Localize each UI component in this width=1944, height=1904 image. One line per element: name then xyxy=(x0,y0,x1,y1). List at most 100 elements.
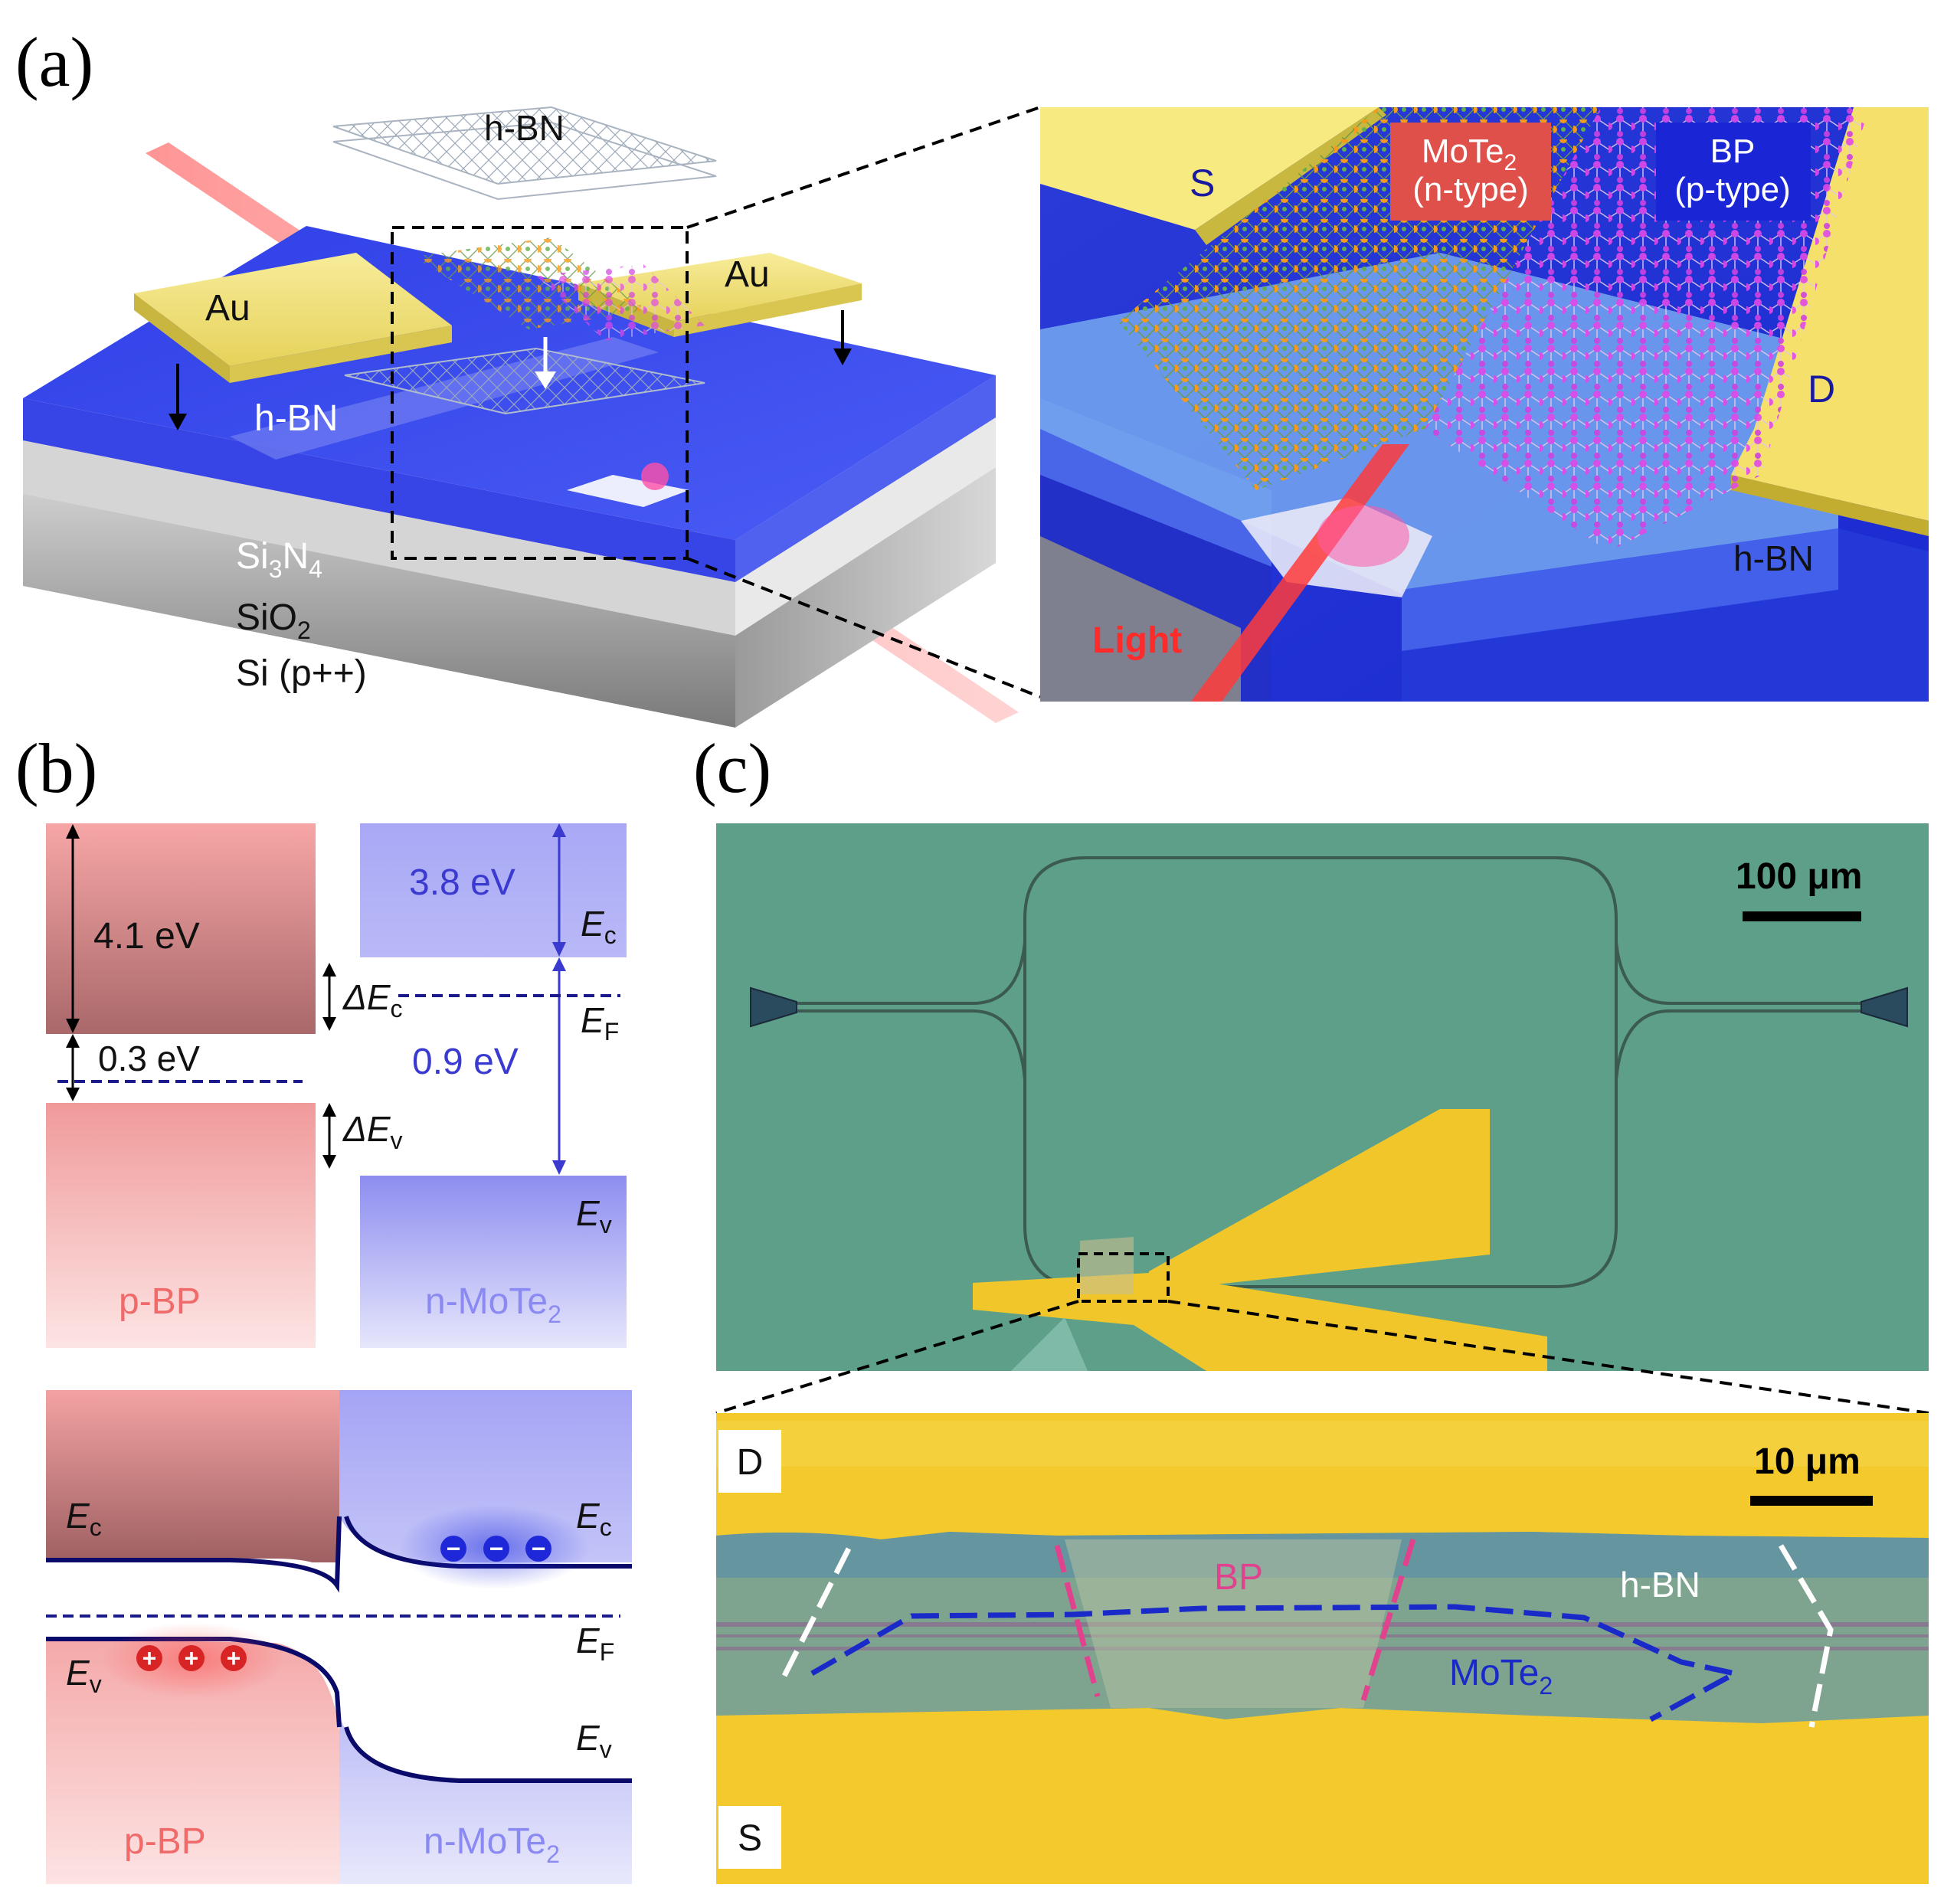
panel-label-a: (a) xyxy=(15,23,93,101)
press-arrow-left xyxy=(169,364,187,430)
mote-conduction-block xyxy=(360,823,627,957)
au-pad-left-top xyxy=(134,253,452,366)
svg-text:−: − xyxy=(447,1535,461,1562)
scale-bar-bottom xyxy=(1750,1496,1873,1506)
svg-text:SiO2: SiO2 xyxy=(236,597,311,644)
label-ev-mote-after: Ev xyxy=(576,1718,612,1763)
label-mote-gap: 0.9 eV xyxy=(412,1042,519,1082)
svg-text:+: + xyxy=(227,1644,241,1672)
label-top-hbn: h-BN xyxy=(484,108,565,148)
si3n4-layer-front xyxy=(23,398,735,582)
micrograph-overview xyxy=(716,823,1929,1371)
press-arrow-right xyxy=(833,310,852,365)
label-mote2-micro: MoTe2 xyxy=(1449,1653,1553,1700)
press-arrow-center xyxy=(535,337,556,389)
label-n-mote-after: n-MoTe2 xyxy=(424,1821,560,1868)
label-ef-after: EF xyxy=(576,1621,614,1666)
svg-text:−: − xyxy=(489,1535,504,1562)
middle-bp-sheet xyxy=(536,264,705,341)
arrow-mote-affinity xyxy=(552,823,566,957)
waveguide-hotspot xyxy=(641,463,669,490)
svg-text:n-MoTe2: n-MoTe2 xyxy=(425,1281,561,1328)
arrow-mote-gap xyxy=(552,957,566,1175)
zoom-label-s: S xyxy=(1190,162,1215,204)
label-ec-bp-after: Ec xyxy=(66,1496,102,1541)
label-n-mote-before: n-MoTe2 xyxy=(425,1281,561,1328)
svg-text:S: S xyxy=(738,1818,762,1859)
label-ef-before: EF xyxy=(581,1000,619,1045)
label-p-bp-before: p-BP xyxy=(119,1281,201,1322)
svg-text:+: + xyxy=(185,1644,199,1672)
label-hbn-micro: h-BN xyxy=(1620,1565,1700,1605)
bp-conduction-block xyxy=(46,823,316,1034)
after-ev-mote xyxy=(344,1726,632,1783)
label-ec-before: Ec xyxy=(581,904,617,949)
svg-text:Ev: Ev xyxy=(576,1193,612,1238)
waveguide-gap xyxy=(567,475,689,507)
label-d-box: D xyxy=(718,1430,781,1493)
after-bp-top xyxy=(46,1390,339,1562)
panel-label-c: (c) xyxy=(693,729,771,807)
arrow-bp-gap xyxy=(66,824,80,1033)
au-pad-right-side xyxy=(674,283,862,337)
svg-text:D: D xyxy=(737,1442,764,1483)
scale-bar-top xyxy=(1743,911,1861,921)
svg-text:ΔEc: ΔEc xyxy=(342,977,403,1022)
label-si: Si (p++) xyxy=(236,653,367,694)
au-pad-left-front xyxy=(134,293,230,383)
svg-text:Ec: Ec xyxy=(581,904,617,949)
arrow-delta-ec xyxy=(322,963,336,1031)
svg-text:MoTe2: MoTe2 xyxy=(1422,132,1517,175)
inset-link-bottom xyxy=(686,557,1041,698)
label-p-bp-after: p-BP xyxy=(124,1821,206,1862)
svg-text:BP: BP xyxy=(1710,132,1756,170)
electrons: − − − xyxy=(440,1535,551,1562)
inset-link-top xyxy=(686,106,1041,229)
bottom-hbn-sheet xyxy=(344,347,705,415)
zoom-label-hbn: h-BN xyxy=(1733,538,1814,578)
mote-valence-block xyxy=(360,1176,627,1348)
svg-text:Ec: Ec xyxy=(576,1496,612,1541)
label-si3n4: Si3N4 xyxy=(236,536,322,583)
arrow-delta-ev xyxy=(322,1103,336,1169)
micrograph-inset-box xyxy=(1077,1252,1170,1303)
svg-text:Ev: Ev xyxy=(576,1718,612,1763)
svg-text:MoTe2: MoTe2 xyxy=(1449,1653,1553,1700)
panel-label-b: (b) xyxy=(15,729,97,807)
si3n4-layer-side xyxy=(735,375,996,582)
zoom-label-d: D xyxy=(1808,368,1835,411)
arrow-bp-offset xyxy=(66,1034,80,1101)
label-delta-ev: ΔEv xyxy=(342,1109,403,1154)
label-delta-ec: ΔEc xyxy=(342,977,403,1022)
scale-label-top: 100 μm xyxy=(1736,856,1862,897)
svg-text:+: + xyxy=(142,1644,157,1672)
label-mote-affinity: 3.8 eV xyxy=(409,862,515,903)
label-ev-bp-after: Ev xyxy=(66,1653,102,1698)
svg-text:(p-type): (p-type) xyxy=(1674,171,1791,208)
svg-text:Ev: Ev xyxy=(66,1653,102,1698)
label-ec-mote-after: Ec xyxy=(576,1496,612,1541)
svg-text:EF: EF xyxy=(576,1621,614,1666)
svg-text:EF: EF xyxy=(581,1000,619,1045)
label-bp-offset: 0.3 eV xyxy=(98,1039,200,1078)
label-bp-gap: 4.1 eV xyxy=(93,916,200,957)
scale-label-bottom: 10 μm xyxy=(1754,1441,1861,1482)
label-sio2: SiO2 xyxy=(236,597,311,644)
zoom-mote2-box: MoTe2 (n-type) xyxy=(1390,123,1551,221)
inset-box-a xyxy=(391,226,689,560)
svg-text:−: − xyxy=(532,1535,546,1562)
zoom-label-light: Light xyxy=(1092,620,1182,661)
bp-valence-block xyxy=(46,1103,316,1348)
label-s-box: S xyxy=(718,1806,781,1869)
after-ec-bp xyxy=(46,1516,342,1593)
micrograph-link-left xyxy=(715,1300,1079,1415)
svg-text:n-MoTe2: n-MoTe2 xyxy=(424,1821,560,1868)
label-hbn-a: h-BN xyxy=(254,398,338,439)
micrograph-zoom xyxy=(716,1413,1929,1884)
zoom-bp-box: BP (p-type) xyxy=(1656,123,1811,221)
svg-text:(n-type): (n-type) xyxy=(1412,171,1529,208)
label-ev-before: Ev xyxy=(576,1193,612,1238)
micrograph-link-right xyxy=(1167,1300,1929,1415)
sio2-layer-front xyxy=(23,440,735,636)
